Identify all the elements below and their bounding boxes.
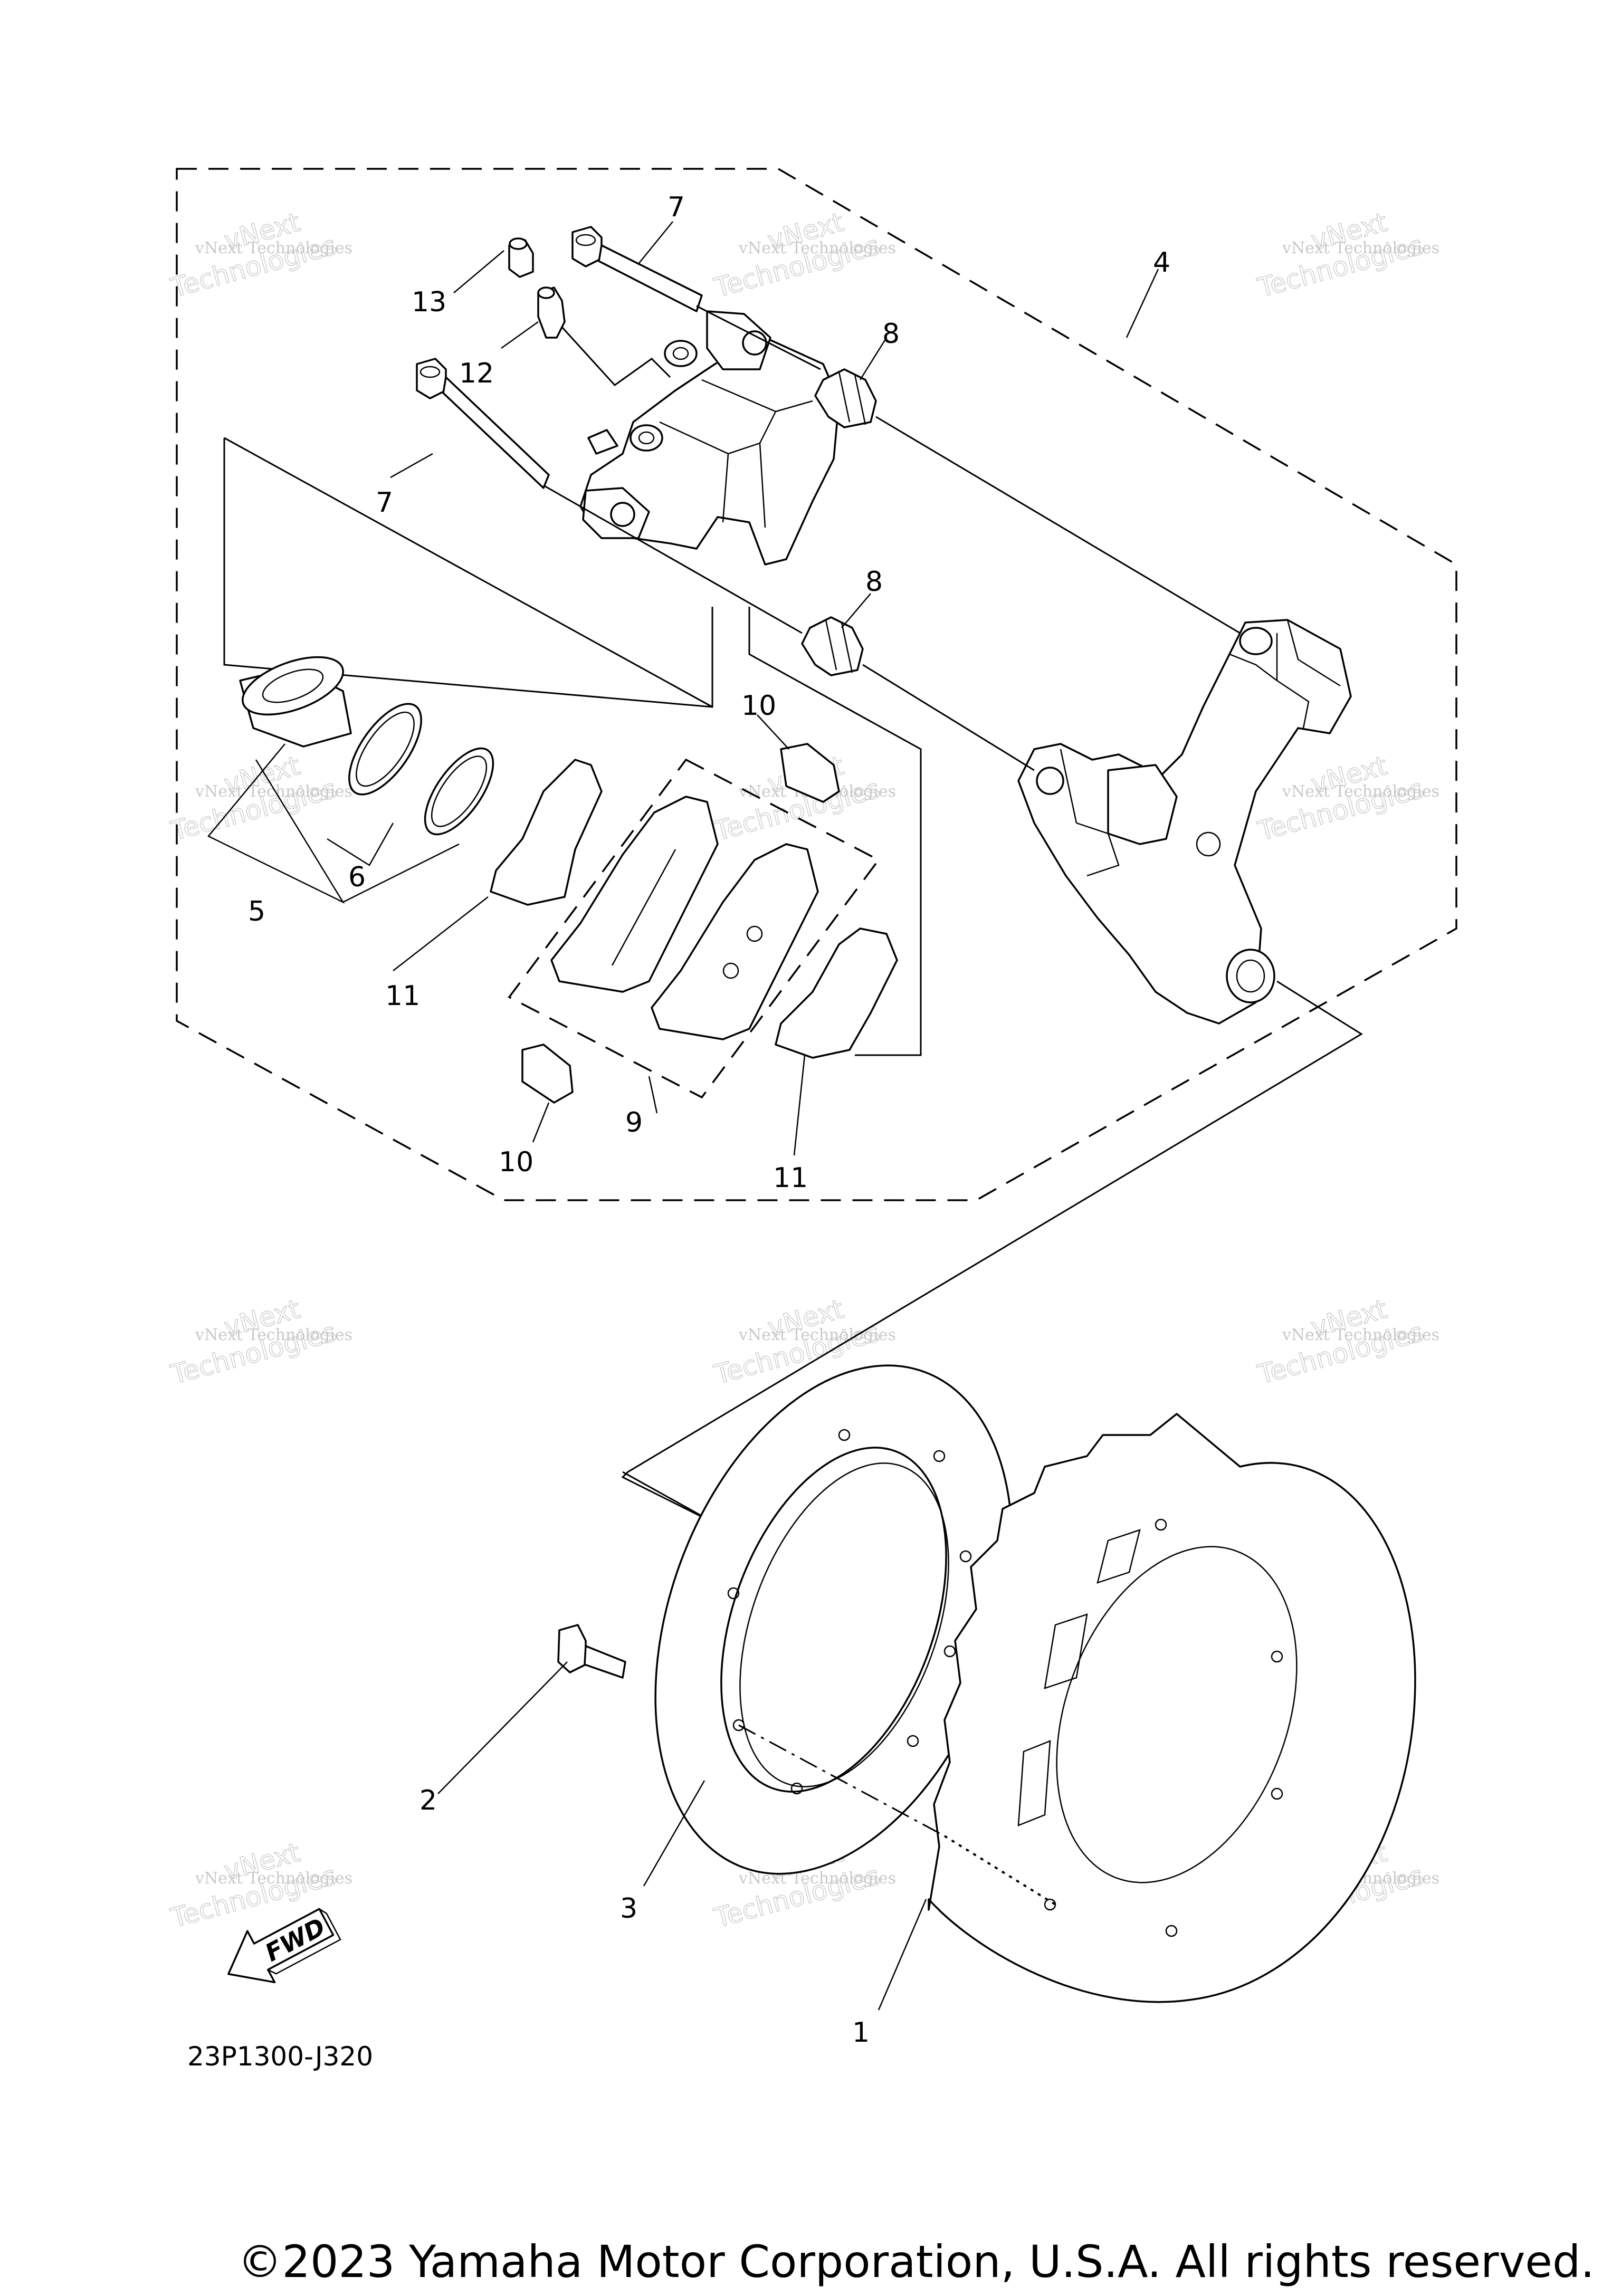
watermark: Technologies vNext vNext Technologies: [1254, 1293, 1439, 1391]
disc-alignment-dashdot: [738, 1724, 945, 1837]
callout-10-upper: 10: [741, 690, 776, 722]
copyright-notice: ©2023 Yamaha Motor Corporation, U.S.A. A…: [0, 2236, 1621, 2288]
brake-disc: [928, 1413, 1416, 2003]
pad-shim-right: [775, 927, 898, 1059]
watermark: Technologies vNext vNext Technologies: [167, 1293, 352, 1391]
pad-spring-lower: [521, 1044, 574, 1104]
watermark: Technologies vNext vNext Technologies: [1254, 750, 1439, 847]
brake-pad-outer: [550, 796, 719, 993]
watermark: Technologies vNext vNext Technologies: [1254, 206, 1439, 304]
watermark: Technologies vNext vNext Technologies: [167, 206, 352, 304]
pad-spring-upper: [780, 743, 840, 803]
pad-kit-boundary: [508, 758, 880, 1099]
watermark: Technologies vNext vNext Technologies: [167, 750, 352, 847]
callout-3: 3: [620, 1893, 637, 1925]
sub-group-bracket: [223, 438, 713, 708]
callout-11-left: 11: [385, 980, 420, 1012]
caliper-body: [579, 310, 840, 566]
callout-13: 13: [412, 286, 446, 318]
callout-5: 5: [248, 896, 265, 927]
sub-group-bracket-right: [748, 607, 922, 1056]
slide-pin-boot-upper: [814, 368, 877, 428]
caliper-bolt-lower: [416, 358, 550, 489]
svg-text:vNext Technologies: vNext Technologies: [195, 1869, 352, 1888]
callout-9: 9: [625, 1107, 643, 1139]
disc-bolt: [557, 1624, 626, 1679]
bleed-screw: [537, 286, 566, 339]
drawing-code: 23P1300-J320: [187, 2041, 373, 2072]
copyright-text: ©2023 Yamaha Motor Corporation, U.S.A. A…: [237, 2236, 1595, 2288]
callout-8-upper: 8: [882, 318, 900, 350]
svg-text:vNext Technologies: vNext Technologies: [195, 782, 352, 801]
sub-group-bracket-top: [224, 437, 713, 708]
callout-11-right: 11: [773, 1162, 808, 1194]
brake-disc-carrier: [654, 1364, 1013, 1875]
svg-text:vNext Technologies: vNext Technologies: [1282, 782, 1439, 801]
dust-seal: [424, 747, 494, 836]
piston: [239, 656, 352, 748]
caliper-bracket: [1017, 619, 1352, 1025]
callout-2: 2: [419, 1785, 437, 1816]
svg-text:vNext Technologies: vNext Technologies: [738, 239, 896, 257]
fwd-label: FWD: [261, 1912, 330, 1967]
svg-text:vNext Technologies: vNext Technologies: [195, 239, 352, 257]
assembly-lines: [543, 305, 1363, 1526]
svg-text:vNext Technologies: vNext Technologies: [1282, 239, 1439, 257]
leader-lines: [207, 221, 1159, 2011]
piston-seal: [348, 703, 422, 796]
callout-7-upper: 7: [668, 192, 685, 223]
callout-4: 4: [1153, 247, 1170, 279]
brake-pad-inner: [651, 843, 819, 1040]
callout-7-lower: 7: [376, 487, 393, 519]
svg-text:vNext Technologies: vNext Technologies: [738, 1326, 896, 1344]
svg-text:vNext Technologies: vNext Technologies: [1282, 1326, 1439, 1344]
callout-12: 12: [459, 358, 494, 389]
callouts: 13 12 7 7 4 8 8 10 10 9 11 11 5 6 2 3 1: [248, 192, 1170, 2049]
callout-1: 1: [852, 2017, 870, 2049]
caliper-assembly-boundary: [176, 168, 1457, 1201]
svg-text:vNext Technologies: vNext Technologies: [195, 1326, 352, 1344]
pad-shim-left: [490, 759, 603, 906]
caliper-bolt-upper: [571, 226, 703, 312]
callout-10-lower: 10: [499, 1146, 533, 1178]
callout-6: 6: [348, 862, 366, 893]
callout-8-lower: 8: [865, 566, 883, 598]
bleed-screw-cap: [508, 237, 534, 278]
slide-pin-boot-lower: [801, 616, 864, 676]
